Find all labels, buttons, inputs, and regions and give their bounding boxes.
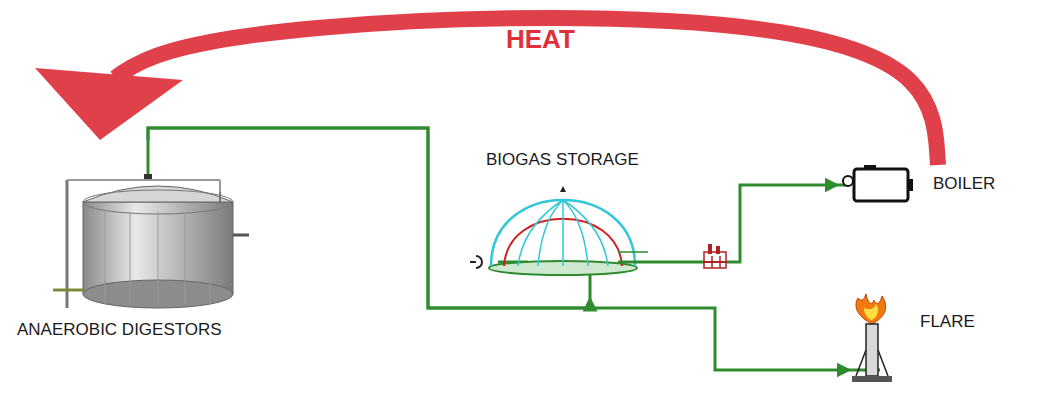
part-label: BOILER (933, 174, 995, 194)
storage-node: BIOGAS STORAGE (468, 148, 658, 298)
heat-arrowhead (35, 68, 183, 140)
part-label: BIOGAS STORAGE (486, 150, 639, 170)
part-label: FLARE (920, 312, 975, 332)
heat-arrow (115, 18, 938, 165)
digester-tank (53, 140, 249, 308)
gas-pipe (658, 185, 838, 262)
blower-symbol (704, 244, 726, 268)
boiler-symbol (838, 165, 913, 201)
node-icon (468, 148, 658, 298)
boiler-node: BOILER (838, 165, 1030, 205)
node-icon (850, 290, 975, 390)
gas-holder-dome (470, 186, 658, 298)
edge-label: HEAT (506, 24, 575, 55)
flare-stack (850, 294, 892, 382)
gas-pipe (148, 128, 850, 370)
part-label: ANAEROBIC DIGESTORS (17, 320, 222, 340)
digester-node: ANAEROBIC DIGESTORS (5, 140, 255, 345)
flare-node: FLARE (850, 290, 979, 390)
node-icon (5, 140, 255, 345)
